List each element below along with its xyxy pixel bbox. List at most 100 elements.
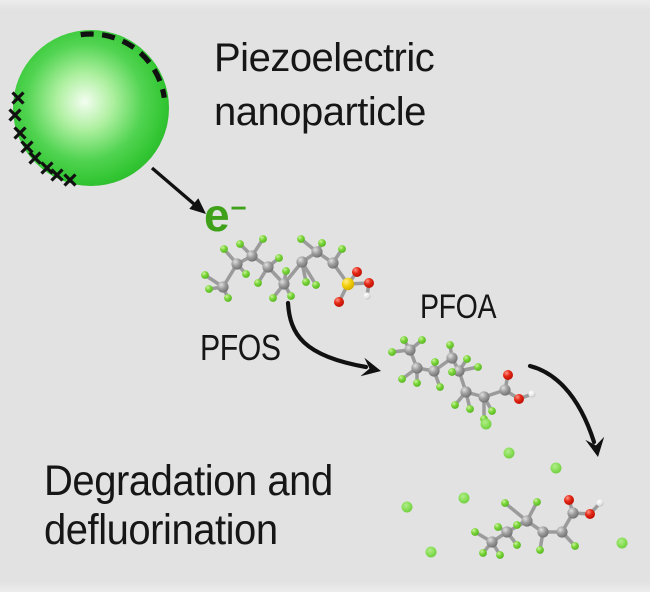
c-atom — [262, 261, 274, 273]
f-atom — [479, 549, 487, 557]
f-atom — [338, 245, 346, 253]
o-atom — [585, 509, 595, 519]
pfoa-molecule — [388, 336, 536, 423]
c-atom — [327, 257, 339, 269]
c-atom — [478, 391, 490, 403]
o-atom — [503, 370, 513, 380]
f-atom — [398, 375, 406, 383]
nanoparticle-sphere — [13, 30, 169, 186]
f-atom — [494, 523, 502, 531]
c-atom — [499, 384, 511, 396]
pfos-to-pfoa-arrow — [285, 300, 381, 377]
c-atom — [311, 246, 323, 258]
f-atom — [236, 240, 244, 248]
f-atom — [496, 551, 504, 559]
f-atom — [533, 498, 541, 506]
cross-mark — [63, 173, 77, 187]
caption-degradation-defluorination: Degradation and defluorination — [44, 457, 333, 554]
f-atom — [388, 348, 396, 356]
cross-mark — [8, 108, 22, 122]
pfos-molecule — [201, 235, 374, 307]
o-atom — [564, 495, 574, 505]
f-atom — [413, 379, 421, 387]
c-atom — [296, 256, 308, 268]
f-atom — [431, 358, 439, 366]
o-atom — [364, 278, 374, 288]
f-atom — [513, 521, 521, 529]
c-atom — [217, 281, 229, 293]
cross-mark — [40, 161, 54, 175]
fluoride-ion — [616, 537, 628, 549]
f-atom — [297, 235, 305, 243]
cross-mark — [11, 91, 25, 105]
electron-emission-arrow — [150, 166, 206, 214]
f-atom — [418, 336, 426, 344]
f-atom — [287, 292, 295, 300]
f-atom — [220, 245, 228, 253]
cross-mark — [50, 168, 64, 182]
f-atom — [224, 294, 232, 302]
o-atom — [514, 394, 524, 404]
product-molecule — [471, 495, 604, 559]
c-atom — [231, 258, 243, 270]
f-atom — [451, 401, 459, 409]
pfos-label: PFOS — [200, 327, 281, 368]
f-atom — [488, 407, 496, 415]
electron-minus-superscript: – — [230, 191, 247, 224]
title-piezoelectric-nanoparticle: Piezoelectric nanoparticle — [214, 36, 435, 134]
cross-mark — [20, 140, 34, 154]
f-atom — [302, 278, 310, 286]
c-atom — [501, 526, 513, 538]
f-atom — [446, 341, 454, 349]
pfoa-label: PFOA — [420, 288, 497, 326]
fluoride-ions — [401, 418, 628, 558]
f-atom — [201, 271, 209, 279]
c-atom — [246, 250, 258, 262]
c-atom — [404, 344, 416, 356]
h-atom — [596, 499, 604, 507]
f-atom — [466, 405, 474, 413]
f-atom — [571, 542, 579, 550]
cross-mark — [13, 126, 27, 140]
f-atom — [400, 336, 408, 344]
f-atom — [259, 235, 267, 243]
f-atom — [436, 383, 444, 391]
f-atom — [536, 546, 544, 554]
c-atom — [453, 365, 465, 377]
cross-charge-marks — [8, 91, 77, 187]
c-atom — [428, 365, 440, 377]
f-atom — [205, 285, 213, 293]
c-atom — [486, 536, 498, 548]
fluoride-ion — [503, 447, 515, 459]
c-atom — [411, 362, 423, 374]
f-atom — [501, 499, 509, 507]
o-atom — [352, 267, 362, 277]
fluoride-ion — [401, 501, 413, 513]
h-atom — [363, 292, 371, 300]
h-atom — [528, 390, 536, 398]
fluoride-ion — [550, 462, 562, 474]
f-atom — [471, 528, 479, 536]
f-atom — [282, 267, 290, 275]
cross-mark — [28, 151, 42, 165]
f-atom — [474, 363, 482, 371]
fluoride-ion — [458, 492, 470, 504]
c-atom — [537, 526, 549, 538]
c-atom — [446, 352, 458, 364]
o-atom — [334, 297, 344, 307]
f-atom — [463, 355, 471, 363]
c-atom — [567, 507, 579, 519]
f-atom — [269, 294, 277, 302]
fluoride-ion — [480, 418, 492, 430]
c-atom — [278, 278, 290, 290]
fluoride-ion — [425, 546, 437, 558]
s-atom — [341, 277, 355, 291]
c-atom — [556, 526, 568, 538]
f-atom — [448, 368, 456, 376]
f-atom — [513, 541, 521, 549]
f-atom — [242, 270, 250, 278]
electron-label: e– — [204, 192, 246, 238]
f-atom — [275, 254, 283, 262]
